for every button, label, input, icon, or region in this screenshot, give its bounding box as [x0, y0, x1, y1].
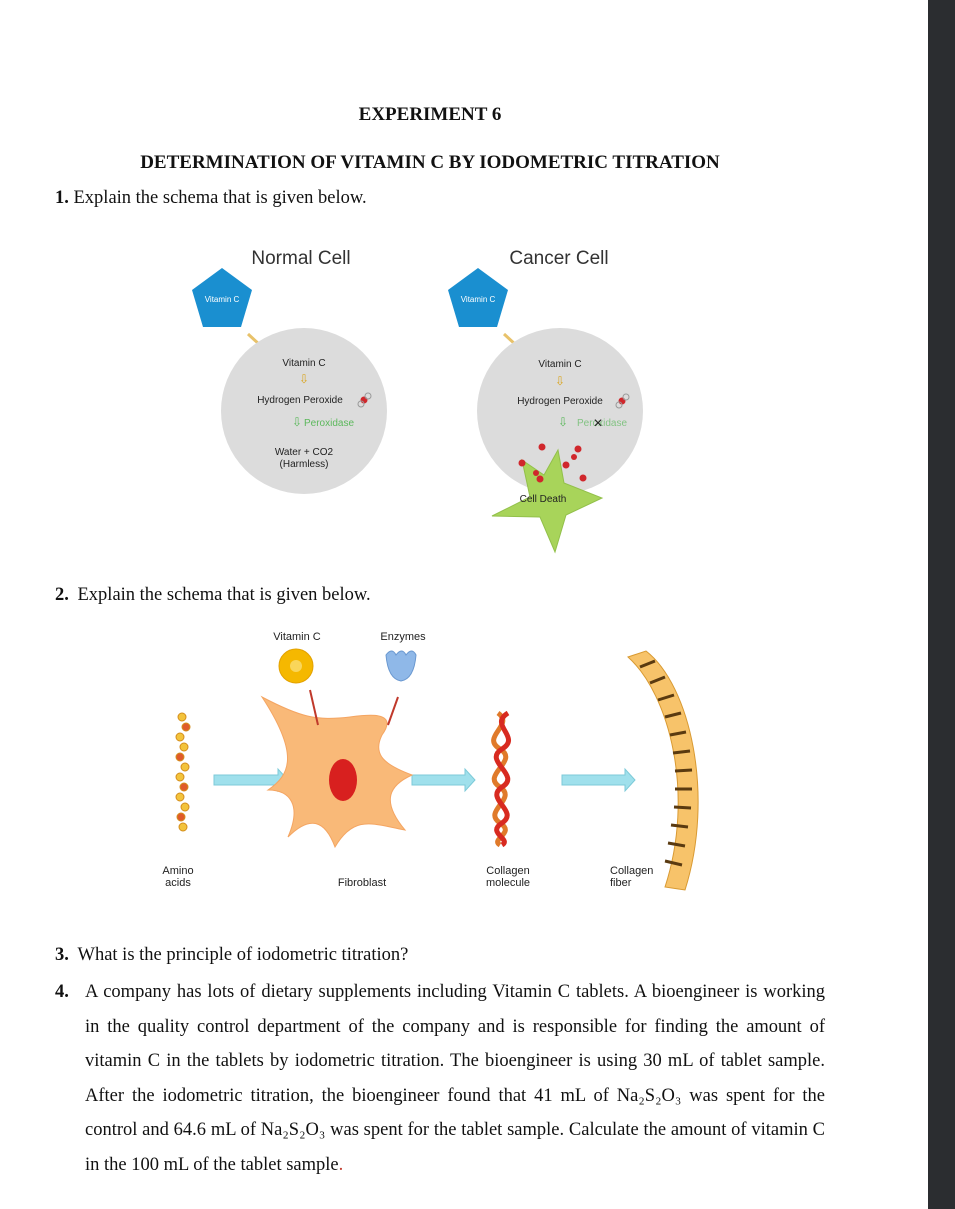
- schema-2-diagram: Vitamin C Enzymes Amino acids Fibroblast…: [162, 631, 699, 891]
- cancer-step-peroxide: Hydrogen Peroxide: [517, 396, 603, 407]
- down-arrow-icon: ⇩: [292, 415, 302, 429]
- flow-arrow-2: [411, 767, 476, 793]
- experiment-heading: EXPERIMENT 6: [358, 104, 502, 125]
- normal-enzyme-label: Peroxidase: [304, 418, 354, 429]
- schema-1-diagram: Normal Cell Vitamin C Vitamin C ⇩ Hydrog…: [192, 248, 643, 554]
- peroxide-cluster-icon: [518, 443, 587, 483]
- vitamin-arrow: [309, 689, 319, 726]
- enzymes-label: Enzymes: [380, 631, 426, 643]
- question-3: 3. What is the principle of iodometric t…: [55, 945, 408, 966]
- question-3-text: What is the principle of iodometric titr…: [77, 945, 409, 965]
- blocked-x-icon: ×: [593, 415, 602, 432]
- amino-label-line1: Amino: [162, 865, 193, 877]
- collagen-helix-strand-2: [493, 710, 511, 848]
- normal-vitamin-badge-label: Vitamin C: [205, 295, 240, 304]
- question-4-number: 4.: [55, 982, 69, 1002]
- collagen-fiber-line1: Collagen: [610, 865, 653, 877]
- question-3-number: 3.: [55, 945, 69, 965]
- normal-step-vitamin: Vitamin C: [282, 358, 325, 369]
- cell-death-star: [491, 448, 604, 554]
- enzyme-arrow: [387, 696, 399, 726]
- peroxide-molecule-icon: [615, 393, 630, 409]
- normal-cell-heading: Normal Cell: [251, 248, 350, 269]
- collagen-molecule-line2: molecule: [486, 877, 530, 889]
- question-1: 1. Explain the schema that is given belo…: [55, 188, 367, 209]
- cancer-cell-body: [477, 328, 643, 494]
- down-arrow-icon: ⇩: [558, 415, 568, 429]
- viewer-side-strip: [928, 0, 955, 1209]
- question-1-text: Explain the schema that is given below.: [73, 188, 367, 208]
- question-2: 2. Explain the schema that is given belo…: [55, 585, 371, 606]
- down-arrow-icon: ⇩: [299, 372, 309, 386]
- cancer-step-vitamin: Vitamin C: [538, 359, 581, 370]
- collagen-molecule-line1: Collagen: [486, 865, 529, 877]
- cancer-vitamin-badge-shape: [448, 268, 508, 327]
- fibroblast-nucleus: [329, 759, 357, 801]
- document-title: DETERMINATION OF VITAMIN C BY IODOMETRIC…: [140, 152, 720, 173]
- cell-death-label: Cell Death: [520, 494, 567, 505]
- normal-step-harmless: (Harmless): [280, 459, 329, 470]
- amino-acid-chain: [175, 712, 191, 832]
- enzyme-icon: [385, 650, 417, 682]
- question-1-number: 1.: [55, 188, 69, 208]
- question-2-text: Explain the schema that is given below.: [77, 585, 371, 605]
- collagen-fiber-line2: fiber: [610, 877, 632, 889]
- normal-step-water: Water + CO2: [275, 447, 334, 458]
- cancer-cell-heading: Cancer Cell: [509, 248, 608, 269]
- fibroblast-label: Fibroblast: [338, 877, 386, 889]
- peroxide-molecule-icon: [357, 392, 372, 408]
- normal-vitamin-badge-shape: [192, 268, 252, 327]
- down-arrow-icon: ⇩: [555, 374, 565, 388]
- question-2-number: 2.: [55, 585, 69, 605]
- vitamin-c-label: Vitamin C: [273, 631, 321, 643]
- question-4-text: A company has lots of dietary supplement…: [85, 982, 825, 1175]
- amino-label-line2: acids: [165, 877, 191, 889]
- collagen-fiber-bands: [639, 659, 693, 867]
- cancer-vitamin-badge-label: Vitamin C: [461, 295, 496, 304]
- normal-cell-body: [221, 328, 387, 494]
- flow-arrow-3: [561, 767, 636, 793]
- normal-step-peroxide: Hydrogen Peroxide: [257, 395, 343, 406]
- question-4-end: .: [338, 1154, 344, 1175]
- collagen-fiber: [627, 650, 699, 891]
- cancer-enzyme-label: Peroxidase: [577, 418, 627, 429]
- question-4: 4. A company has lots of dietary supplem…: [55, 975, 825, 1182]
